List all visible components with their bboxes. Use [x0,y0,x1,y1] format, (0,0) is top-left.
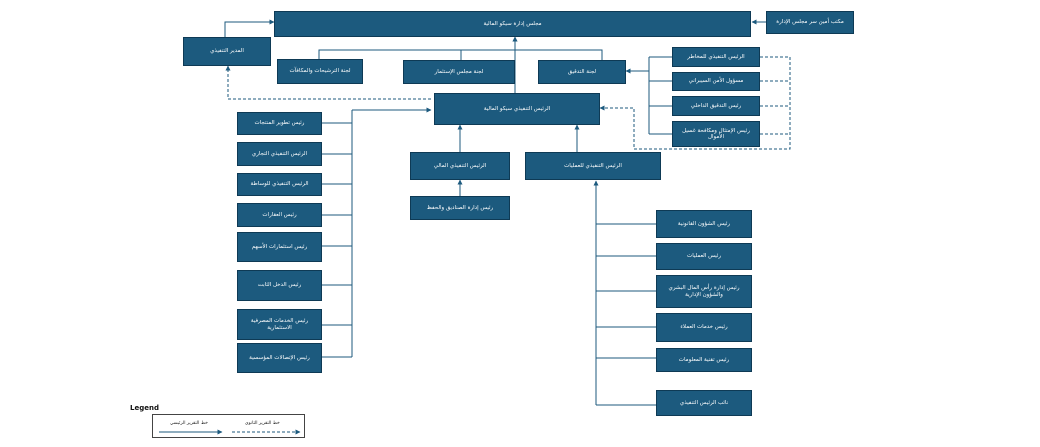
board-of-directors-box: مجلس إدارة سيكو المالية [274,11,751,37]
institutional-box: رئيس الإتصالات المؤسسية [237,343,322,373]
audit-committee-box: لجنة التدقيق [538,60,626,84]
client-services-box: رئيس خدمات العملاء [656,313,752,342]
nominations-committee-label: لجنة الترشيحات والمكافآت [289,68,351,75]
private-banking-label: رئيس الخدمات المصرفية الاستثمارية [250,318,309,331]
ceo-advisor-label: المدير التنفيذي [210,48,244,55]
nominations-committee-box: لجنة الترشيحات والمكافآت [277,59,363,84]
internal-audit-box: رئيس التدقيق الداخلي [672,96,760,116]
funds-mgmt-label: رئيس إدارة الصناديق والحفظ [426,204,494,211]
investment-committee-box: لجنة مجلس الإستثمار [403,60,515,84]
fixed-income-box: رئيس الدخل الثابت [237,270,322,301]
it-box: رئيس تقنية المعلومات [656,348,752,372]
operations-box: رئيس العمليات [656,243,752,270]
commercial-label: الرئيس التنفيذي التجاري [251,150,308,157]
it-label: رئيس تقنية المعلومات [678,356,730,363]
coo-label: الرئيس التنفيذي للعمليات [564,162,622,169]
equity-invest-label: رئيس استثمارات الأسهم [251,243,308,250]
compliance-box: رئيس الإمتثال ومكافحة غسيل الأموال [672,121,760,147]
chief-risk-label: الرئيس التنفيذي للمخاطر [687,53,745,60]
audit-committee-label: لجنة التدقيق [567,68,597,75]
cfo-box: الرئيس التنفيذي المالي [410,152,510,180]
coo-box: الرئيس التنفيذي للعمليات [525,152,661,180]
brokerage-box: الرئيس التنفيذي للوساطة [237,173,322,196]
investment-committee-label: لجنة مجلس الإستثمار [434,68,484,75]
brokerage-label: الرئيس التنفيذي للوساطة [250,181,309,188]
hr-label: رئيس إدارة رأس المال البشري والشؤون الإد… [668,285,740,298]
cyber-security-label: مسؤول الأمن السيبراني [688,78,744,85]
real-estate-box: رئيس العقارات [237,203,322,227]
ceo-label: الرئيس التنفيذي سيكو المالية [483,105,551,112]
private-banking-box: رئيس الخدمات المصرفية الاستثمارية [237,309,322,340]
product-dev-label: رئيس تطوير المنتجات [254,120,305,127]
operations-label: رئيس العمليات [687,253,721,260]
equity-invest-box: رئيس استثمارات الأسهم [237,232,322,262]
board-of-directors-label: مجلس إدارة سيكو المالية [483,20,542,27]
cyber-security-box: مسؤول الأمن السيبراني [672,72,760,91]
compliance-label: رئيس الإمتثال ومكافحة غسيل الأموال [682,127,750,140]
legend-box [152,414,305,438]
board-secretary-box: مكتب أمين سر مجلس الإدارة [766,11,854,34]
deputy-ceo-box: نائب الرئيس التنفيذي [656,390,752,416]
ceo-advisor-box: المدير التنفيذي [183,37,271,66]
legend-solid-label: خط التقرير الرئيسي [170,421,208,426]
ceo-box: الرئيس التنفيذي سيكو المالية [434,93,600,125]
board-secretary-label: مكتب أمين سر مجلس الإدارة [776,19,844,26]
legal-label: رئيس الشؤون القانونية [677,220,731,227]
internal-audit-label: رئيس التدقيق الداخلي [690,102,742,109]
legal-box: رئيس الشؤون القانونية [656,210,752,238]
institutional-label: رئيس الإتصالات المؤسسية [249,354,310,361]
legend-title: Legend [130,404,159,412]
cfo-label: الرئيس التنفيذي المالي [433,162,487,169]
product-dev-box: رئيس تطوير المنتجات [237,112,322,135]
client-services-label: رئيس خدمات العملاء [680,324,728,331]
hr-box: رئيس إدارة رأس المال البشري والشؤون الإد… [656,275,752,308]
real-estate-label: رئيس العقارات [262,211,297,218]
fixed-income-label: رئيس الدخل الثابت [257,282,302,289]
funds-mgmt-box: رئيس إدارة الصناديق والحفظ [410,196,510,220]
chief-risk-box: الرئيس التنفيذي للمخاطر [672,47,760,67]
legend-dashed-label: خط التقرير الثانوي [245,421,280,426]
commercial-box: الرئيس التنفيذي التجاري [237,142,322,166]
deputy-ceo-label: نائب الرئيس التنفيذي [679,399,729,406]
